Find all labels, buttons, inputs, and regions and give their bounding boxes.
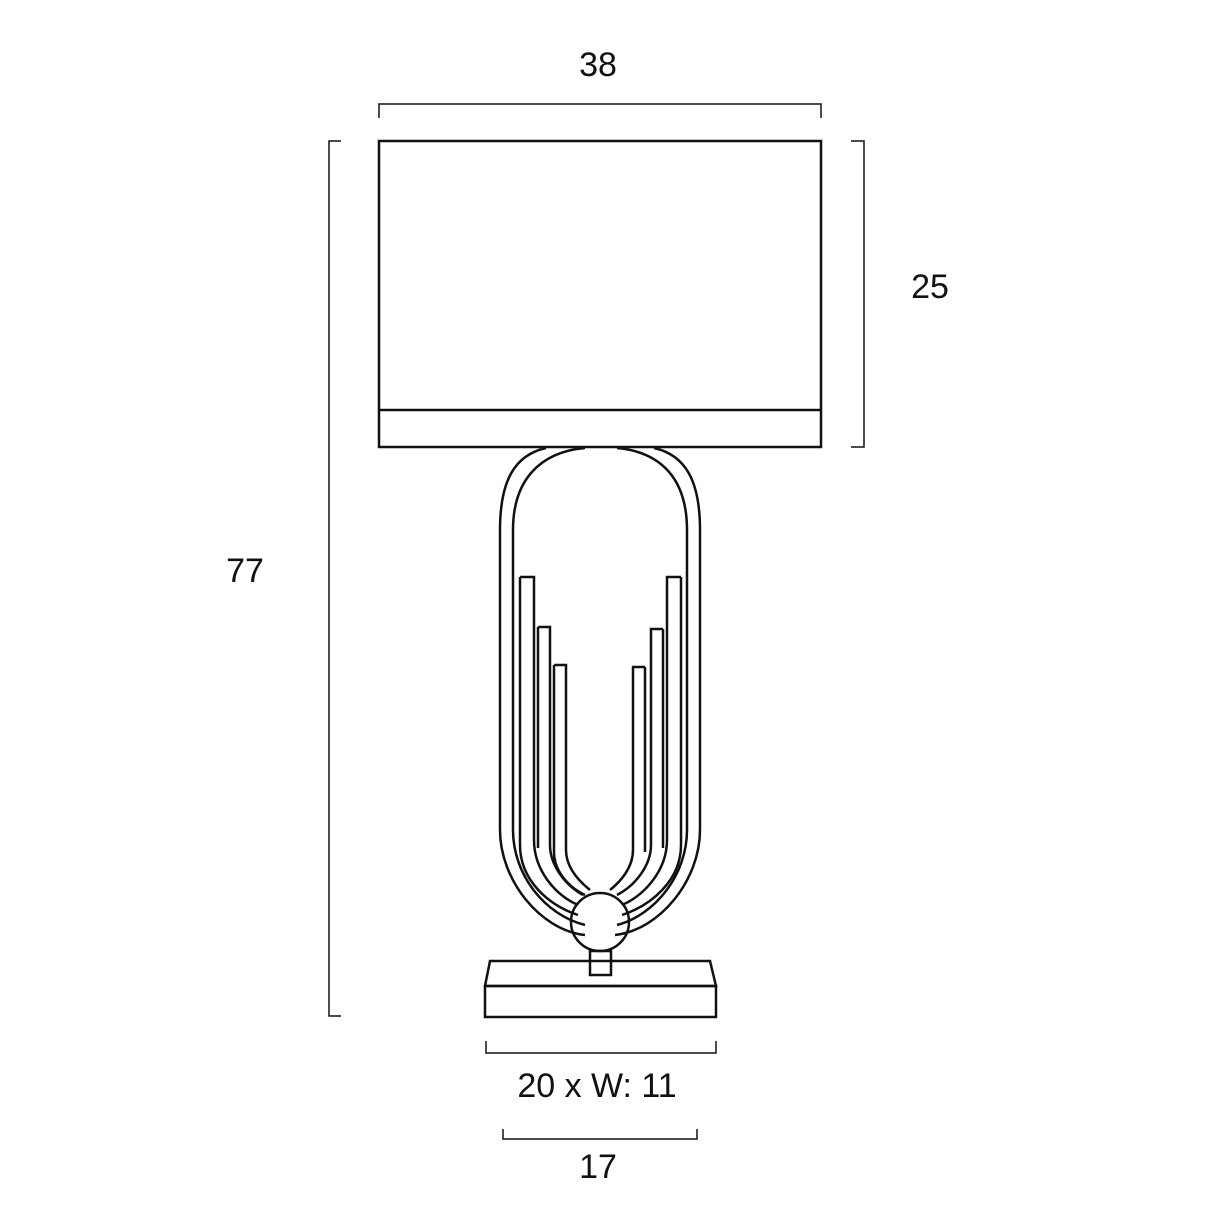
shade-height-bracket [851, 140, 865, 448]
base-size-label: 20 x W: 11 [517, 1067, 676, 1105]
shade-height-label: 25 [911, 268, 949, 306]
shade-width-label: 38 [579, 46, 617, 84]
lamp-base [483, 959, 718, 1019]
frame-width-label: 17 [579, 1148, 617, 1186]
total-height-label: 77 [226, 552, 264, 590]
lamp-shade [377, 139, 823, 449]
shade-width-bracket [378, 103, 822, 118]
lamp-frame [498, 446, 702, 937]
lamp-ball [569, 891, 631, 953]
base-size-bracket [485, 1041, 717, 1054]
lamp-stem [588, 949, 613, 977]
total-height-bracket [328, 140, 341, 1017]
frame-width-bracket [502, 1129, 698, 1140]
